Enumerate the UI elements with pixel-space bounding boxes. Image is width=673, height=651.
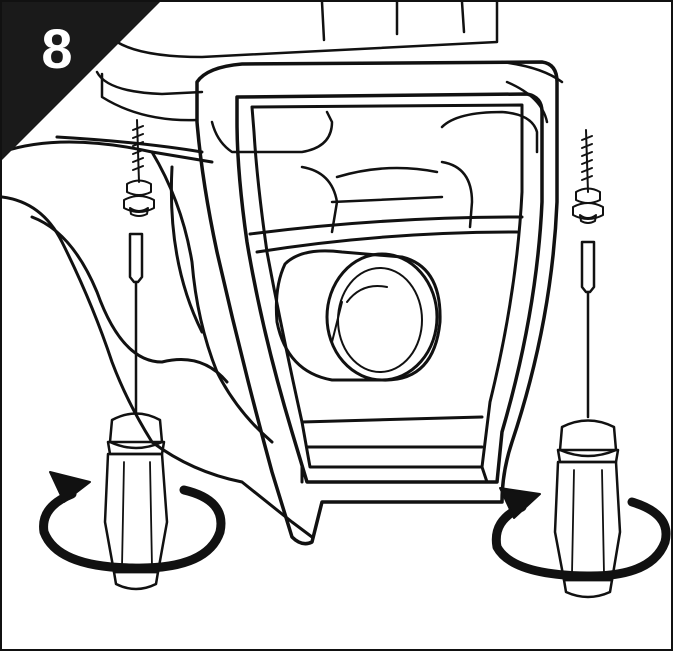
rotate-clockwise-icon (39, 471, 226, 573)
frame-support-pads (210, 110, 539, 234)
screw-icon (123, 119, 155, 217)
foot-frame-outer (195, 60, 559, 546)
screwdriver-icon (553, 240, 622, 599)
screwdriver-icon (103, 232, 169, 591)
foot-frame-inner (248, 103, 524, 484)
screw-icon (572, 129, 604, 224)
rotate-clockwise-icon (491, 487, 671, 581)
waste-outlet-pipe (274, 249, 442, 382)
